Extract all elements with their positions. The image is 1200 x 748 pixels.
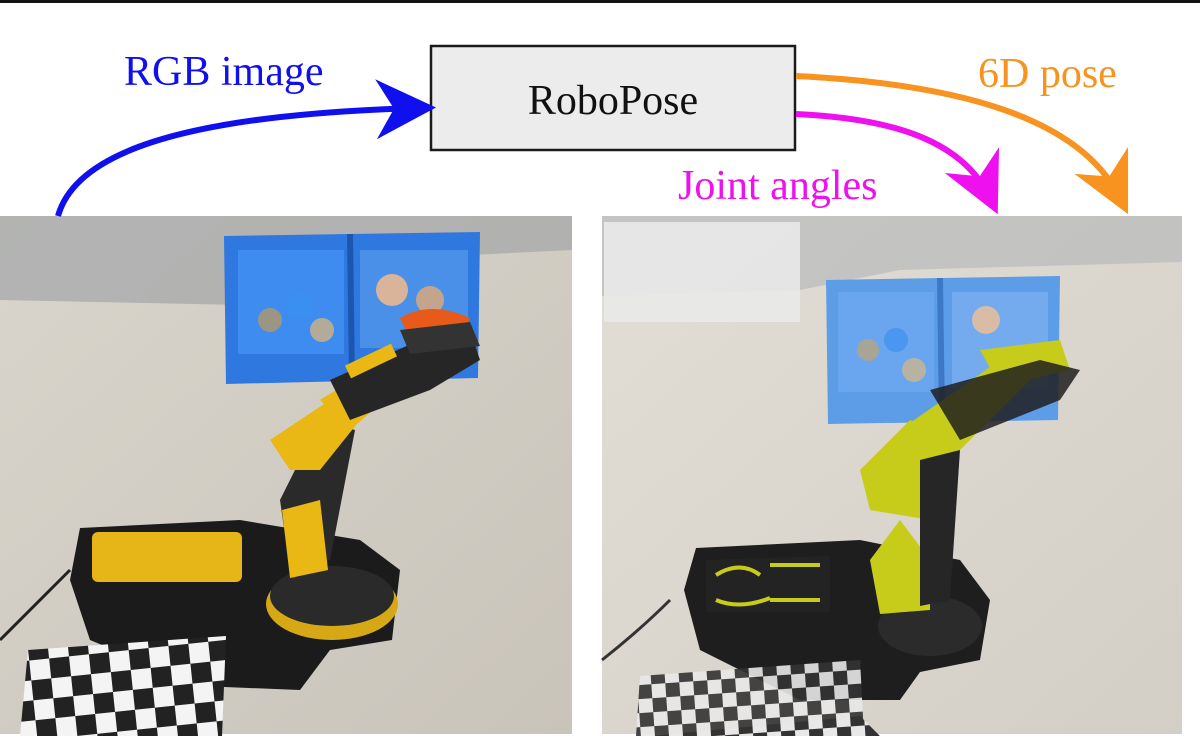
robopose-box: RoboPose xyxy=(429,44,797,152)
rgb-image-label: RGB image xyxy=(124,49,323,95)
checkerboard-left xyxy=(20,636,226,736)
rgb-image-arrow xyxy=(55,79,436,217)
joint-angles-label: Joint angles xyxy=(678,163,877,209)
right-photo-panel xyxy=(601,216,1182,736)
6d-pose-label: 6D pose xyxy=(978,51,1117,97)
top-rule xyxy=(0,0,1200,3)
joint-angles-arrow xyxy=(795,111,999,215)
rendered-arm-right xyxy=(860,340,1080,614)
left-photo-panel xyxy=(0,216,572,736)
6d-pose-arrow xyxy=(795,73,1129,215)
robopose-label: RoboPose xyxy=(528,78,698,124)
robot-arm-left xyxy=(270,322,480,578)
